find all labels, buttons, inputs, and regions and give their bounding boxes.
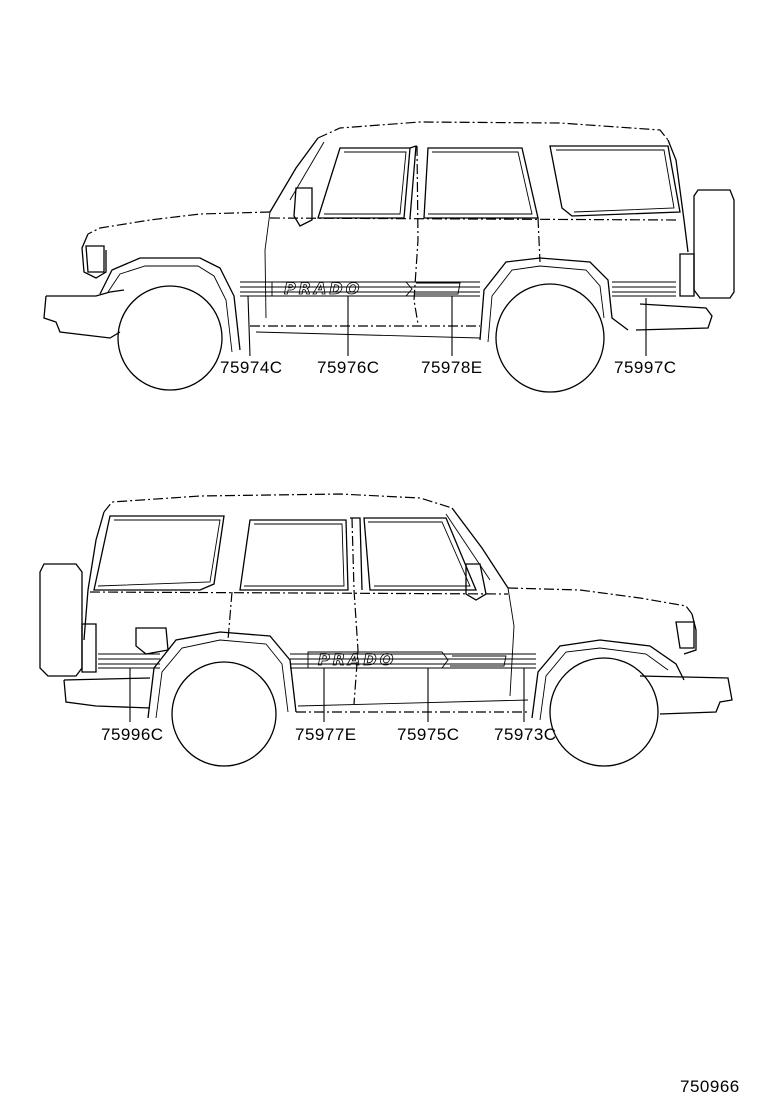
reference-number: 750966 (680, 1077, 740, 1096)
upper-vehicle: PRADO (43, 121, 735, 393)
lower-prado-badge: PRADO (318, 650, 396, 669)
callout-75975C: 75975C (397, 725, 460, 744)
callout-75996C: 75996C (101, 725, 164, 744)
leader-75974C (247, 295, 251, 357)
callout-75974C: 75974C (220, 358, 283, 377)
lower-vehicle: PRADO (39, 493, 733, 767)
callout-75976C: 75976C (317, 358, 380, 377)
callout-75973C: 75973C (494, 725, 557, 744)
callout-75978E: 75978E (421, 358, 483, 377)
upper-prado-badge: PRADO (284, 279, 362, 298)
callout-75977E: 75977E (295, 725, 357, 744)
callout-75997C: 75997C (614, 358, 677, 377)
